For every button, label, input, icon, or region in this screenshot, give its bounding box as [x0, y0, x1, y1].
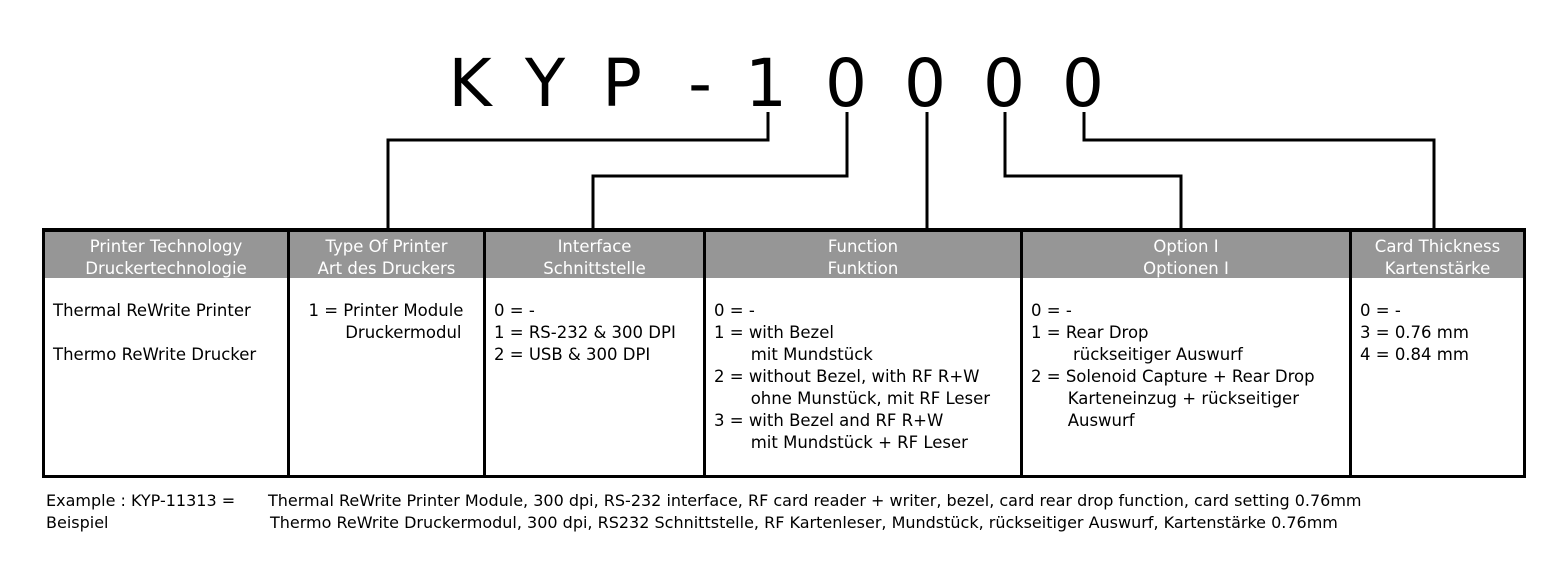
code-digit-5: 0	[1062, 45, 1104, 122]
column-body: 0 = - 3 = 0.76 mm 4 = 0.84 mm	[1360, 301, 1469, 364]
connector-digit-5	[1082, 112, 1436, 228]
code-char-k: K	[448, 45, 492, 122]
code-digit-2: 0	[825, 45, 867, 122]
column-body: 1 = Printer Module Druckermodul	[308, 301, 464, 342]
connector-digit-2	[591, 112, 849, 228]
column-header: Interface Schnittstelle	[486, 232, 703, 280]
header-en: Option I	[1153, 237, 1219, 256]
header-de: Optionen I	[1143, 259, 1229, 278]
column-header: Printer Technology Druckertechnologie	[45, 232, 287, 280]
column-function: Function Funktion 0 = - 1 = with Bezel m…	[706, 232, 1023, 475]
column-header: Type Of Printer Art des Druckers	[290, 232, 483, 280]
code-char-p: P	[602, 45, 642, 122]
column-type-of-printer: Type Of Printer Art des Druckers 1 = Pri…	[290, 232, 486, 475]
column-body: 0 = - 1 = Rear Drop rückseitiger Auswurf…	[1031, 301, 1315, 430]
column-header: Card Thickness Kartenstärke	[1352, 232, 1523, 280]
column-body: Thermal ReWrite Printer Thermo ReWrite D…	[53, 301, 257, 364]
header-de: Schnittstelle	[543, 259, 646, 278]
column-header: Function Funktion	[706, 232, 1020, 280]
code-table: Printer Technology Druckertechnologie Th…	[42, 228, 1526, 478]
example-text-de: Thermo ReWrite Druckermodul, 300 dpi, RS…	[270, 513, 1338, 532]
code-char-y: Y	[524, 45, 566, 122]
column-option-i: Option I Optionen I 0 = - 1 = Rear Drop …	[1023, 232, 1352, 475]
column-printer-technology: Printer Technology Druckertechnologie Th…	[45, 232, 290, 475]
header-de: Druckertechnologie	[85, 259, 247, 278]
column-body: 0 = - 1 = with Bezel mit Mundstück 2 = w…	[714, 301, 991, 452]
code-digit-3: 0	[904, 45, 946, 122]
header-de: Art des Druckers	[317, 259, 456, 278]
header-en: Interface	[557, 237, 632, 256]
header-en: Printer Technology	[89, 237, 243, 256]
header-de: Kartenstärke	[1384, 259, 1491, 278]
connector-digit-4	[1003, 112, 1183, 228]
header-de: Funktion	[827, 259, 899, 278]
example-label-en: Example : KYP-11313 =	[46, 491, 236, 510]
column-interface: Interface Schnittstelle 0 = - 1 = RS-232…	[486, 232, 706, 475]
column-body: 0 = - 1 = RS-232 & 300 DPI 2 = USB & 300…	[494, 301, 676, 364]
example-text-en: Thermal ReWrite Printer Module, 300 dpi,…	[268, 491, 1362, 510]
connector-digit-1	[386, 112, 770, 228]
column-card-thickness: Card Thickness Kartenstärke 0 = - 3 = 0.…	[1352, 232, 1523, 475]
example-label-de: Beispiel	[46, 513, 109, 532]
header-en: Function	[827, 237, 899, 256]
header-en: Type Of Printer	[325, 237, 448, 256]
code-digit-1: 1	[745, 45, 787, 122]
code-digit-4: 0	[983, 45, 1025, 122]
column-header: Option I Optionen I	[1023, 232, 1349, 280]
header-en: Card Thickness	[1374, 237, 1501, 256]
code-char-dash: -	[688, 45, 712, 122]
